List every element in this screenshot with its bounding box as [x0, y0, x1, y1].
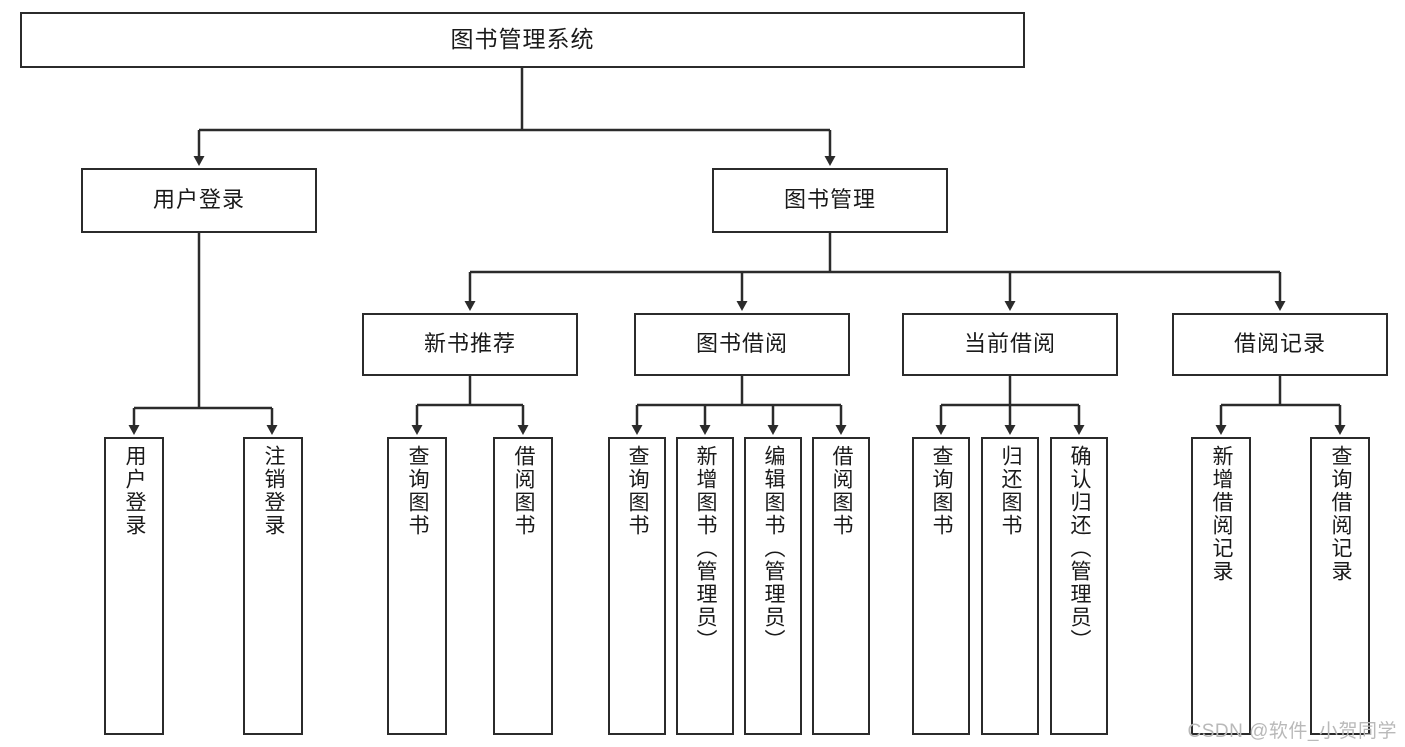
node-user-login[interactable]: 用户登录	[81, 168, 317, 233]
leaf-user-login-signin[interactable]: 用户登录	[104, 437, 164, 735]
leaf-new-book-query[interactable]: 查询图书	[387, 437, 447, 735]
leaf-current-borrow-query[interactable]: 查询图书	[912, 437, 970, 735]
leaf-book-borrow-add[interactable]: 新增图书（管理员）	[676, 437, 734, 735]
watermark-text: CSDN @软件_小贺同学	[1187, 721, 1397, 742]
node-new-book-recommend[interactable]: 新书推荐	[362, 313, 578, 376]
leaf-label: 借阅图书	[512, 445, 536, 537]
leaf-label: 查询图书	[930, 445, 954, 537]
leaf-borrow-record-add[interactable]: 新增借阅记录	[1191, 437, 1251, 735]
leaf-label: 查询图书	[626, 445, 650, 537]
node-root-system[interactable]: 图书管理系统	[20, 12, 1025, 68]
leaf-label: 新增借阅记录	[1210, 445, 1234, 583]
leaf-current-borrow-return[interactable]: 归还图书	[981, 437, 1039, 735]
leaf-label: 编辑图书（管理员）	[762, 445, 786, 652]
node-borrow-record[interactable]: 借阅记录	[1172, 313, 1388, 376]
leaf-current-borrow-confirm-return[interactable]: 确认归还（管理员）	[1050, 437, 1108, 735]
node-book-management[interactable]: 图书管理	[712, 168, 948, 233]
leaf-borrow-record-query[interactable]: 查询借阅记录	[1310, 437, 1370, 735]
leaf-label: 新增图书（管理员）	[694, 445, 718, 652]
leaf-new-book-borrow[interactable]: 借阅图书	[493, 437, 553, 735]
leaf-label: 归还图书	[999, 445, 1023, 537]
leaf-label: 查询图书	[406, 445, 430, 537]
node-current-borrow[interactable]: 当前借阅	[902, 313, 1118, 376]
leaf-user-login-signout[interactable]: 注销登录	[243, 437, 303, 735]
leaf-label: 查询借阅记录	[1329, 445, 1353, 583]
leaf-label: 借阅图书	[830, 445, 854, 537]
leaf-label: 注销登录	[262, 445, 286, 537]
leaf-book-borrow-query[interactable]: 查询图书	[608, 437, 666, 735]
leaf-label: 确认归还（管理员）	[1068, 445, 1092, 652]
node-book-borrow[interactable]: 图书借阅	[634, 313, 850, 376]
leaf-label: 用户登录	[123, 445, 147, 537]
leaf-book-borrow-borrow[interactable]: 借阅图书	[812, 437, 870, 735]
leaf-book-borrow-edit[interactable]: 编辑图书（管理员）	[744, 437, 802, 735]
